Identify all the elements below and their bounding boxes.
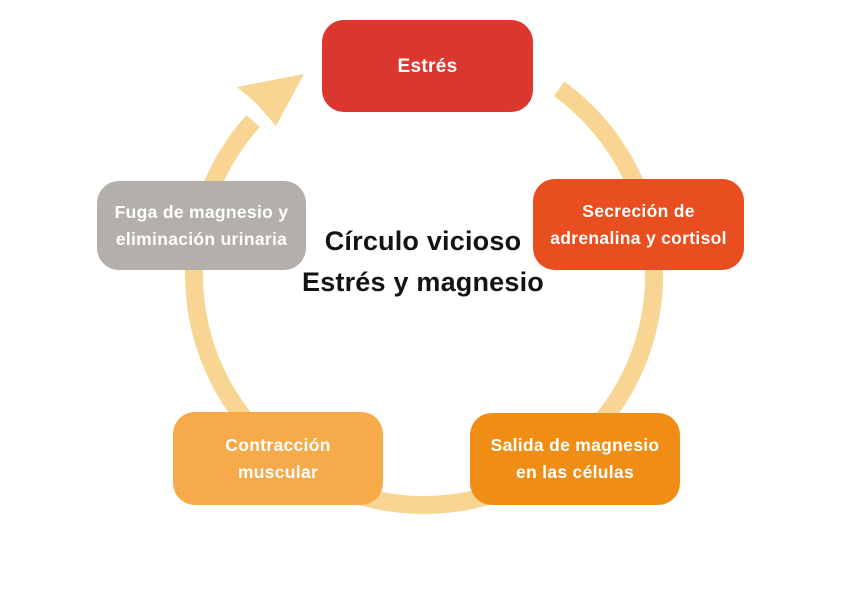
cycle-node-label: eliminación urinaria: [115, 228, 288, 249]
cycle-arrowhead-icon: [237, 74, 304, 126]
diagram-title-line2: Estrés y magnesio: [301, 267, 544, 297]
cycle-node-label: muscular: [237, 461, 319, 482]
cycle-node-label: en las células: [515, 462, 635, 482]
cycle-node-fuga: Fuga de magnesio y eliminación urinaria: [97, 181, 306, 270]
cycle-node-estres: Estrés: [322, 20, 533, 112]
cycle-node-salida: Salida de magnesio en las células: [470, 413, 680, 505]
cycle-node-contraccion: Contracción muscular: [173, 412, 383, 505]
cycle-node-label: Fuga de magnesio y: [114, 201, 289, 222]
cycle-node-label: Estrés: [397, 55, 458, 77]
diagram-title: Círculo vicioso Estrés y magnesio: [253, 221, 593, 303]
cycle-node-label: Contracción: [225, 434, 331, 455]
diagram-title-line1: Círculo vicioso: [324, 226, 522, 256]
cycle-node-secrecion: Secreción de adrenalina y cortisol: [533, 179, 744, 270]
cycle-node-label: Secreción de: [582, 200, 695, 221]
cycle-node-label: adrenalina y cortisol: [550, 227, 727, 248]
cycle-node-label: Salida de magnesio: [490, 435, 660, 455]
